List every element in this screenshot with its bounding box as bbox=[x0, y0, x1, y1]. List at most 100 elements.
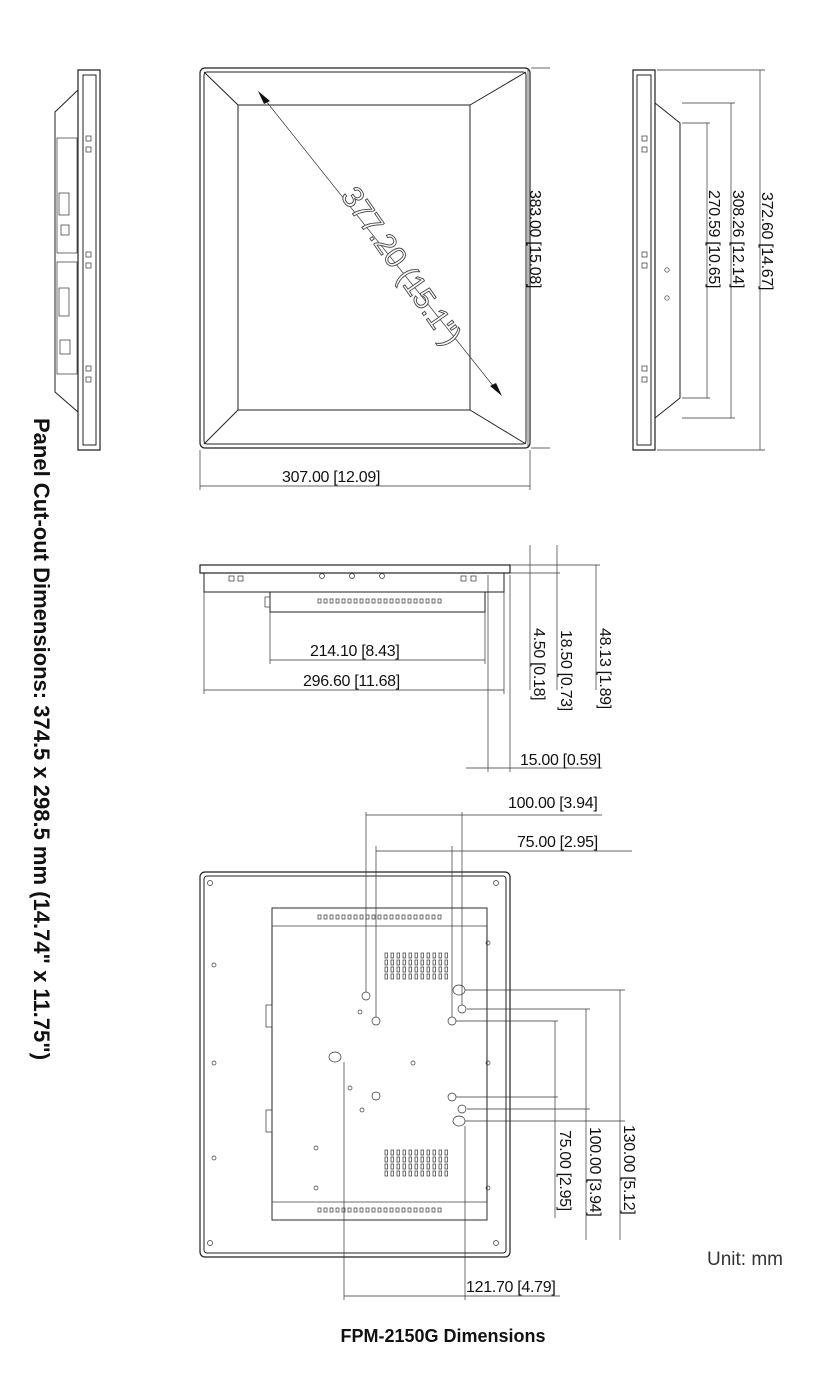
vent-hole bbox=[384, 973, 388, 980]
vent-hole bbox=[432, 973, 436, 980]
vent-slot bbox=[329, 1207, 334, 1213]
vent-hole bbox=[408, 959, 412, 966]
vent-slot bbox=[419, 1207, 424, 1213]
cutout-note: Panel Cut-out Dimensions: 374.5 x 298.5 … bbox=[29, 418, 54, 1060]
vent-hole bbox=[426, 966, 430, 973]
vent-slot bbox=[395, 914, 400, 920]
front-width-label: 307.00 [12.09] bbox=[282, 469, 380, 486]
left-side-view bbox=[54, 69, 101, 451]
vent-hole bbox=[384, 1170, 388, 1177]
vent-slot bbox=[413, 1207, 418, 1213]
vent-hole bbox=[390, 973, 394, 980]
vent-slot bbox=[359, 914, 364, 920]
vent-hole bbox=[384, 1149, 388, 1156]
vesa75-height-label: 75.00 [2.95] bbox=[556, 1130, 573, 1211]
vent-slot bbox=[347, 1207, 352, 1213]
vent-hole bbox=[390, 1156, 394, 1163]
vent-hole bbox=[408, 952, 412, 959]
vent-hole bbox=[414, 966, 418, 973]
vent-hole bbox=[402, 973, 406, 980]
vent-hole bbox=[444, 1163, 448, 1170]
vent-slot bbox=[437, 1207, 442, 1213]
vent-slot bbox=[419, 914, 424, 920]
rear-view: 100.00 [3.94] 75.00 [2.95] 75.00 [2.95] … bbox=[199, 795, 637, 1300]
vent-hole bbox=[402, 1156, 406, 1163]
vent-slot bbox=[377, 1207, 382, 1213]
vent-slot bbox=[407, 598, 412, 604]
vent-hole bbox=[426, 1156, 430, 1163]
vent-hole bbox=[420, 1163, 424, 1170]
vent-slot bbox=[383, 1207, 388, 1213]
vent-slot bbox=[317, 914, 322, 920]
vent-hole bbox=[402, 952, 406, 959]
side-h1-label: 372.60 [14.67] bbox=[758, 192, 775, 290]
hole-width-label: 121.70 [4.79] bbox=[466, 1279, 556, 1296]
vent-hole bbox=[408, 1149, 412, 1156]
vent-hole bbox=[396, 1149, 400, 1156]
top-d2-label: 18.50 [0.73] bbox=[557, 630, 574, 711]
diagonal-label: 377.20 (15.1") bbox=[334, 181, 467, 351]
vent-slot bbox=[359, 1207, 364, 1213]
vent-hole bbox=[432, 1149, 436, 1156]
vent-slot bbox=[335, 914, 340, 920]
vesa75-width-label: 75.00 [2.95] bbox=[517, 834, 598, 851]
vent-slot bbox=[353, 914, 358, 920]
vent-hole bbox=[402, 1163, 406, 1170]
vent-hole bbox=[408, 1156, 412, 1163]
vent-slot bbox=[353, 1207, 358, 1213]
vent-slot bbox=[401, 1207, 406, 1213]
vent-slot bbox=[437, 914, 442, 920]
vent-slot bbox=[323, 914, 328, 920]
vent-hole bbox=[444, 1170, 448, 1177]
vent-hole bbox=[390, 952, 394, 959]
top-bezel-label: 15.00 [0.59] bbox=[520, 752, 601, 769]
side-h2-label: 308.26 [12.14] bbox=[729, 190, 746, 288]
vent-slot bbox=[431, 1207, 436, 1213]
vent-hole bbox=[408, 1163, 412, 1170]
vent-slot bbox=[353, 598, 358, 604]
vent-hole bbox=[438, 1170, 442, 1177]
vent-hole bbox=[444, 966, 448, 973]
vent-hole bbox=[438, 973, 442, 980]
vent-hole bbox=[414, 1163, 418, 1170]
vent-hole bbox=[384, 959, 388, 966]
vent-hole bbox=[438, 1156, 442, 1163]
vent-hole bbox=[438, 952, 442, 959]
vent-hole bbox=[414, 973, 418, 980]
vent-hole bbox=[426, 1163, 430, 1170]
vent-hole bbox=[438, 1163, 442, 1170]
vent-hole bbox=[420, 973, 424, 980]
vent-hole bbox=[420, 1156, 424, 1163]
unit-label: Unit: mm bbox=[707, 1249, 783, 1270]
vent-hole bbox=[444, 952, 448, 959]
vent-grid bbox=[384, 952, 448, 980]
vent-slot bbox=[371, 1207, 376, 1213]
top-inner-width-label: 214.10 [8.43] bbox=[310, 643, 400, 660]
vent-hole bbox=[414, 959, 418, 966]
vent-slot bbox=[359, 598, 364, 604]
vent-slot bbox=[335, 598, 340, 604]
vent-hole bbox=[396, 959, 400, 966]
vent-hole bbox=[402, 966, 406, 973]
vent-hole bbox=[414, 1156, 418, 1163]
vent-hole bbox=[432, 952, 436, 959]
vent-slot bbox=[395, 598, 400, 604]
vesa100-height-label: 100.00 [3.94] bbox=[586, 1127, 603, 1217]
vent-slot bbox=[317, 1207, 322, 1213]
drawing-title: FPM-2150G Dimensions bbox=[340, 1326, 545, 1346]
vent-slot bbox=[419, 598, 424, 604]
vent-slot bbox=[323, 1207, 328, 1213]
vent-hole bbox=[402, 1170, 406, 1177]
vent-slot bbox=[377, 598, 382, 604]
vent-slot bbox=[317, 598, 322, 604]
vent-hole bbox=[420, 959, 424, 966]
vent-hole bbox=[384, 1156, 388, 1163]
vent-hole bbox=[396, 966, 400, 973]
vent-slot bbox=[323, 598, 328, 604]
front-view: 377.20 (15.1") 383.00 [15.08] 307.00 [12… bbox=[199, 67, 550, 490]
front-height-label: 383.00 [15.08] bbox=[526, 190, 543, 288]
vent-slot bbox=[335, 1207, 340, 1213]
vent-slot bbox=[431, 914, 436, 920]
vent-slot bbox=[329, 914, 334, 920]
